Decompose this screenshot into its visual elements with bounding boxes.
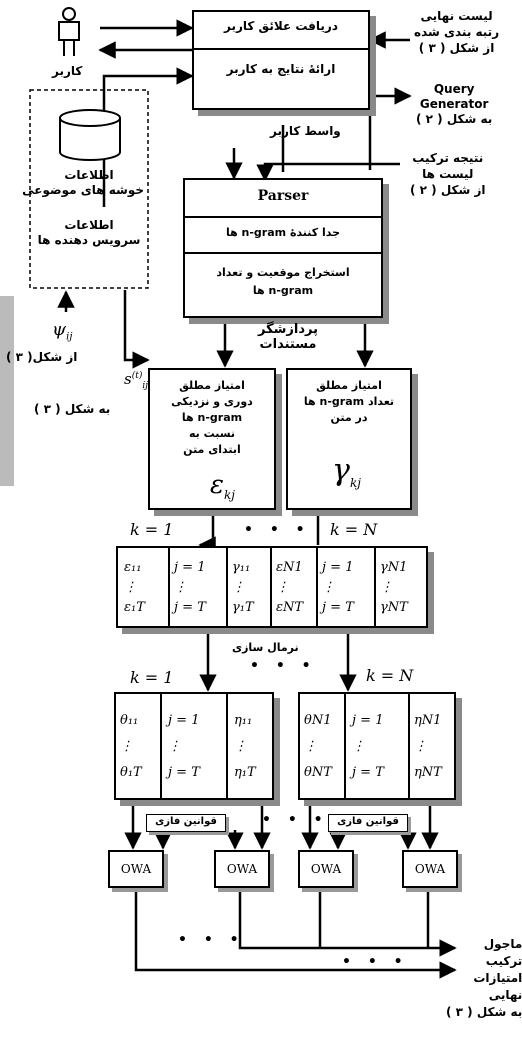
to-figure-label: به شکل ( ۳ ) xyxy=(34,402,111,416)
gamma-kj: γkj xyxy=(332,453,361,491)
owa-box-4: OWA xyxy=(402,850,458,888)
ngram-splitter-label: جدا کنندهٔ n-gram ها xyxy=(225,226,341,239)
score-table-k1: ε₁₁⋮ε₁T j = 1⋮j = T γ₁₁⋮γ₁T xyxy=(116,546,272,628)
from-figure-label: از شکل( ۳ ) xyxy=(6,350,78,364)
fuzzy-rules-right: قوانین فازی xyxy=(328,814,408,832)
k-n-label-top: k = N xyxy=(330,520,378,539)
owa-box-1: OWA xyxy=(108,850,164,888)
divider xyxy=(194,48,368,50)
dots-owa-2: • • • xyxy=(342,954,409,970)
parser-title: Parser xyxy=(257,188,309,204)
parser-box: Parser جدا کنندهٔ n-gram ها استخراج موقع… xyxy=(183,178,383,318)
fuzzy-rules-left: قوانین فازی xyxy=(146,814,226,832)
normalized-table-kn: θN1⋮θNT j = 1⋮j = T ηN1⋮ηNT xyxy=(298,692,456,800)
owa-box-2: OWA xyxy=(214,850,270,888)
dots-fuzzy: • • • xyxy=(262,812,329,828)
owa-box-3: OWA xyxy=(298,850,354,888)
dots-mid: • • • xyxy=(250,658,317,674)
k-1-label-top: k = 1 xyxy=(130,520,174,539)
user-interface-box: دریافت علائق کاربر ارائهٔ نتایج به کاربر xyxy=(192,10,370,110)
s-symbol: s(t)ij xyxy=(124,370,149,391)
receive-interests-label: دریافت علائق کاربر xyxy=(224,19,338,33)
dots-owa-1: • • • xyxy=(178,932,245,948)
score-table-kn: εN1⋮εNT j = 1⋮j = T γN1⋮γNT xyxy=(270,546,428,628)
user-icon xyxy=(58,7,80,56)
present-results-label: ارائهٔ نتایج به کاربر xyxy=(226,62,336,76)
k-1-label-bottom: k = 1 xyxy=(130,668,174,687)
normalization-label: نرمال سازی xyxy=(232,641,299,654)
user-interface-caption: واسط کاربر xyxy=(270,124,341,138)
k-n-label-bottom: k = N xyxy=(366,666,414,685)
normalized-table-k1: θ₁₁⋮θ₁T j = 1⋮j = T η₁₁⋮η₁T xyxy=(114,692,274,800)
dots-top: • • • xyxy=(244,522,311,538)
epsilon-kj: εkj xyxy=(210,470,235,503)
psi-symbol: ψij xyxy=(52,319,73,343)
user-label: کاربر xyxy=(52,64,83,78)
